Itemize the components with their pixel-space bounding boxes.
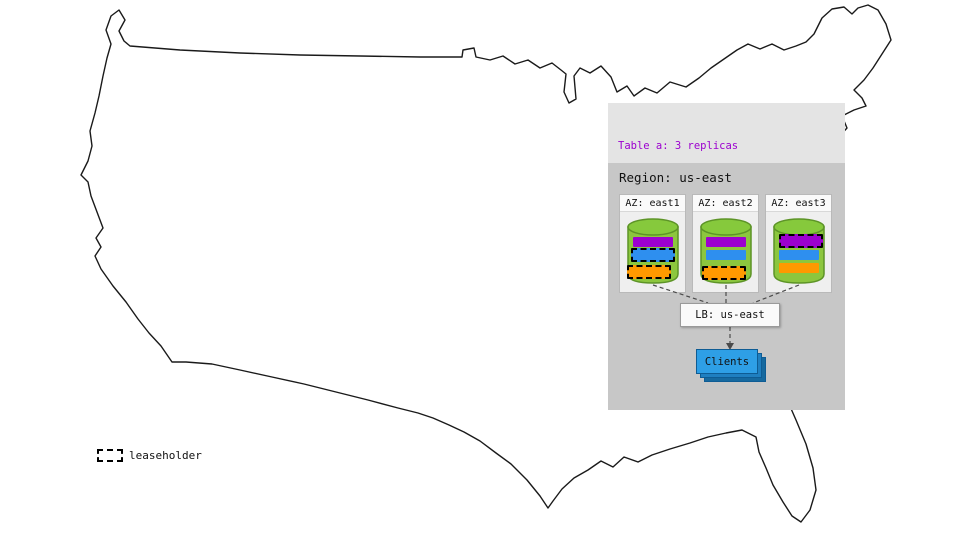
db-node-east2 (699, 217, 753, 287)
replica-bar-table-b (626, 265, 671, 279)
replica-bar-table-a (778, 234, 823, 248)
az-label-east1: AZ: east1 (620, 195, 685, 212)
az-box-east2: AZ: east2 (692, 194, 759, 293)
clients-stack: Clients (696, 349, 766, 382)
clients-box: Clients (696, 349, 758, 374)
db-node-east1 (626, 217, 680, 287)
az-box-east3: AZ: east3 (765, 194, 832, 293)
replica-bar-index-a (778, 250, 819, 260)
leaseholder-legend: leaseholder (97, 449, 202, 462)
region-title: Region: us-east (619, 170, 732, 185)
replica-bar-table-b (701, 266, 746, 280)
leaseholder-legend-label: leaseholder (129, 449, 202, 462)
replica-bar-table-b (778, 263, 819, 273)
az-box-east1: AZ: east1 (619, 194, 686, 293)
replica-bar-table-a (705, 237, 746, 247)
clients-label: Clients (704, 355, 750, 368)
az-label-east3: AZ: east3 (766, 195, 831, 212)
leaseholder-swatch-icon (97, 449, 123, 462)
load-balancer-box: LB: us-east (680, 303, 780, 327)
load-balancer-label: LB: us-east (695, 309, 765, 321)
topology-panel: Table a: 3 replicas Index a: 3 replicas … (608, 103, 845, 410)
replica-bar-index-a (630, 248, 675, 262)
replica-bar-index-a (705, 250, 746, 260)
az-label-east2: AZ: east2 (693, 195, 758, 212)
legend-item-table-a: Table a: 3 replicas (618, 140, 739, 152)
db-node-east3 (772, 217, 826, 287)
az-row: AZ: east1 AZ: east2 (619, 194, 832, 293)
replica-bar-table-a (632, 237, 673, 247)
